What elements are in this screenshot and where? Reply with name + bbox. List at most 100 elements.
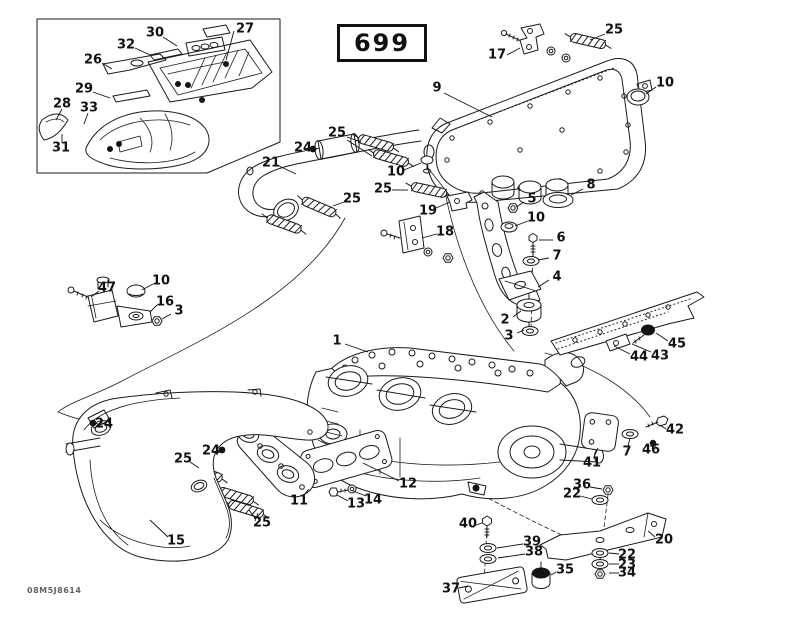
callout-25: 25 bbox=[328, 126, 346, 141]
callout-leader-1 bbox=[344, 343, 369, 353]
callout-34: 34 bbox=[618, 566, 636, 581]
callout-leader-33 bbox=[83, 112, 89, 125]
callout-27: 27 bbox=[236, 22, 254, 37]
callout-25: 25 bbox=[374, 182, 392, 197]
callout-leader-13 bbox=[336, 494, 349, 502]
callout-leader-24 bbox=[216, 449, 221, 452]
callout-23: 23 bbox=[618, 558, 636, 573]
callout-leader-41 bbox=[593, 447, 599, 458]
callout-32: 32 bbox=[117, 38, 135, 53]
callout-22: 22 bbox=[618, 548, 636, 563]
callout-leader-7 bbox=[627, 437, 631, 447]
callout-4: 4 bbox=[552, 270, 561, 285]
callout-leader-21 bbox=[278, 165, 297, 175]
callout-13: 13 bbox=[347, 497, 365, 512]
callout-8: 8 bbox=[586, 178, 595, 193]
callout-38: 38 bbox=[525, 545, 543, 560]
bottom-mount-hardware bbox=[456, 485, 667, 604]
callout-25: 25 bbox=[174, 452, 192, 467]
callout-10: 10 bbox=[152, 274, 170, 289]
engine-model-badge: 699 bbox=[337, 24, 427, 62]
callout-20: 20 bbox=[655, 533, 673, 548]
callout-leader-26 bbox=[101, 62, 113, 70]
callout-41: 41 bbox=[583, 456, 601, 471]
drawing-part-code: 08M5J8614 bbox=[27, 586, 82, 595]
callout-25: 25 bbox=[343, 192, 361, 207]
callout-leader-18 bbox=[421, 233, 438, 239]
callout-3: 3 bbox=[174, 304, 183, 319]
bracket-17-hardware bbox=[500, 23, 571, 63]
callout-leader-7 bbox=[537, 257, 550, 261]
callout-42: 42 bbox=[666, 423, 684, 438]
callout-leader-19 bbox=[435, 201, 451, 209]
callout-28: 28 bbox=[53, 97, 71, 112]
callout-30: 30 bbox=[146, 26, 164, 41]
extra-leader-1 bbox=[254, 512, 259, 522]
callout-leader-35 bbox=[550, 571, 557, 576]
callout-leader-17 bbox=[506, 47, 521, 56]
callout-leader-3 bbox=[516, 329, 525, 334]
callout-leader-39 bbox=[496, 543, 524, 549]
muffler bbox=[423, 58, 653, 208]
callout-7: 7 bbox=[552, 249, 561, 264]
callout-10: 10 bbox=[387, 165, 405, 180]
callout-25: 25 bbox=[605, 23, 623, 38]
callout-leader-5 bbox=[515, 201, 525, 208]
callout-leader-45 bbox=[655, 332, 669, 342]
callout-46: 46 bbox=[642, 443, 660, 458]
callout-leader-38 bbox=[497, 553, 526, 559]
callout-leader-27 bbox=[225, 30, 235, 61]
callout-22: 22 bbox=[563, 487, 581, 502]
callout-leader-40 bbox=[475, 522, 483, 526]
callout-leader-3 bbox=[161, 313, 172, 320]
callout-leader-46 bbox=[651, 445, 654, 448]
callout-25: 25 bbox=[253, 516, 271, 531]
callout-9: 9 bbox=[432, 81, 441, 96]
callout-26: 26 bbox=[84, 53, 102, 68]
callout-6: 6 bbox=[556, 231, 565, 246]
callout-29: 29 bbox=[75, 82, 93, 97]
brackets-18-19 bbox=[380, 191, 473, 263]
callout-leader-16 bbox=[149, 304, 158, 313]
callout-leader-25 bbox=[332, 201, 345, 207]
callout-leader-12 bbox=[362, 462, 400, 482]
inset-hood-view bbox=[36, 18, 281, 174]
header-pipe bbox=[238, 129, 451, 222]
callout-47: 47 bbox=[98, 281, 116, 296]
callout-leader-47 bbox=[90, 290, 100, 298]
callout-leader-25 bbox=[189, 461, 200, 469]
callout-leader-28 bbox=[55, 108, 63, 121]
callout-leader-25 bbox=[248, 509, 256, 519]
callout-2: 2 bbox=[500, 313, 509, 328]
callout-leader-37 bbox=[458, 585, 469, 589]
callout-12: 12 bbox=[399, 477, 417, 492]
callout-10: 10 bbox=[656, 76, 674, 91]
callout-17: 17 bbox=[488, 48, 506, 63]
callout-leader-10 bbox=[403, 162, 422, 171]
callout-leader-10 bbox=[141, 283, 154, 291]
callout-leader-4 bbox=[537, 279, 550, 288]
callout-7: 7 bbox=[622, 445, 631, 460]
callout-leader-10 bbox=[514, 220, 529, 227]
frame-rail-and-mounts bbox=[550, 291, 705, 452]
callout-44: 44 bbox=[630, 350, 648, 365]
callout-24: 24 bbox=[294, 141, 312, 156]
callout-leader-32 bbox=[134, 47, 151, 56]
callout-3: 3 bbox=[504, 329, 513, 344]
callout-45: 45 bbox=[668, 337, 686, 352]
callout-leader-2 bbox=[512, 310, 522, 318]
callout-10: 10 bbox=[527, 211, 545, 226]
callout-33: 33 bbox=[80, 101, 98, 116]
callout-11: 11 bbox=[290, 494, 308, 509]
callout-37: 37 bbox=[442, 582, 460, 597]
callout-14: 14 bbox=[364, 493, 382, 508]
callout-leader-22 bbox=[608, 552, 620, 555]
callout-leader-10 bbox=[645, 86, 657, 95]
callout-leader-30 bbox=[162, 36, 178, 47]
callout-5: 5 bbox=[527, 192, 536, 207]
callout-leader-15 bbox=[149, 519, 169, 538]
callout-31: 31 bbox=[52, 141, 70, 156]
